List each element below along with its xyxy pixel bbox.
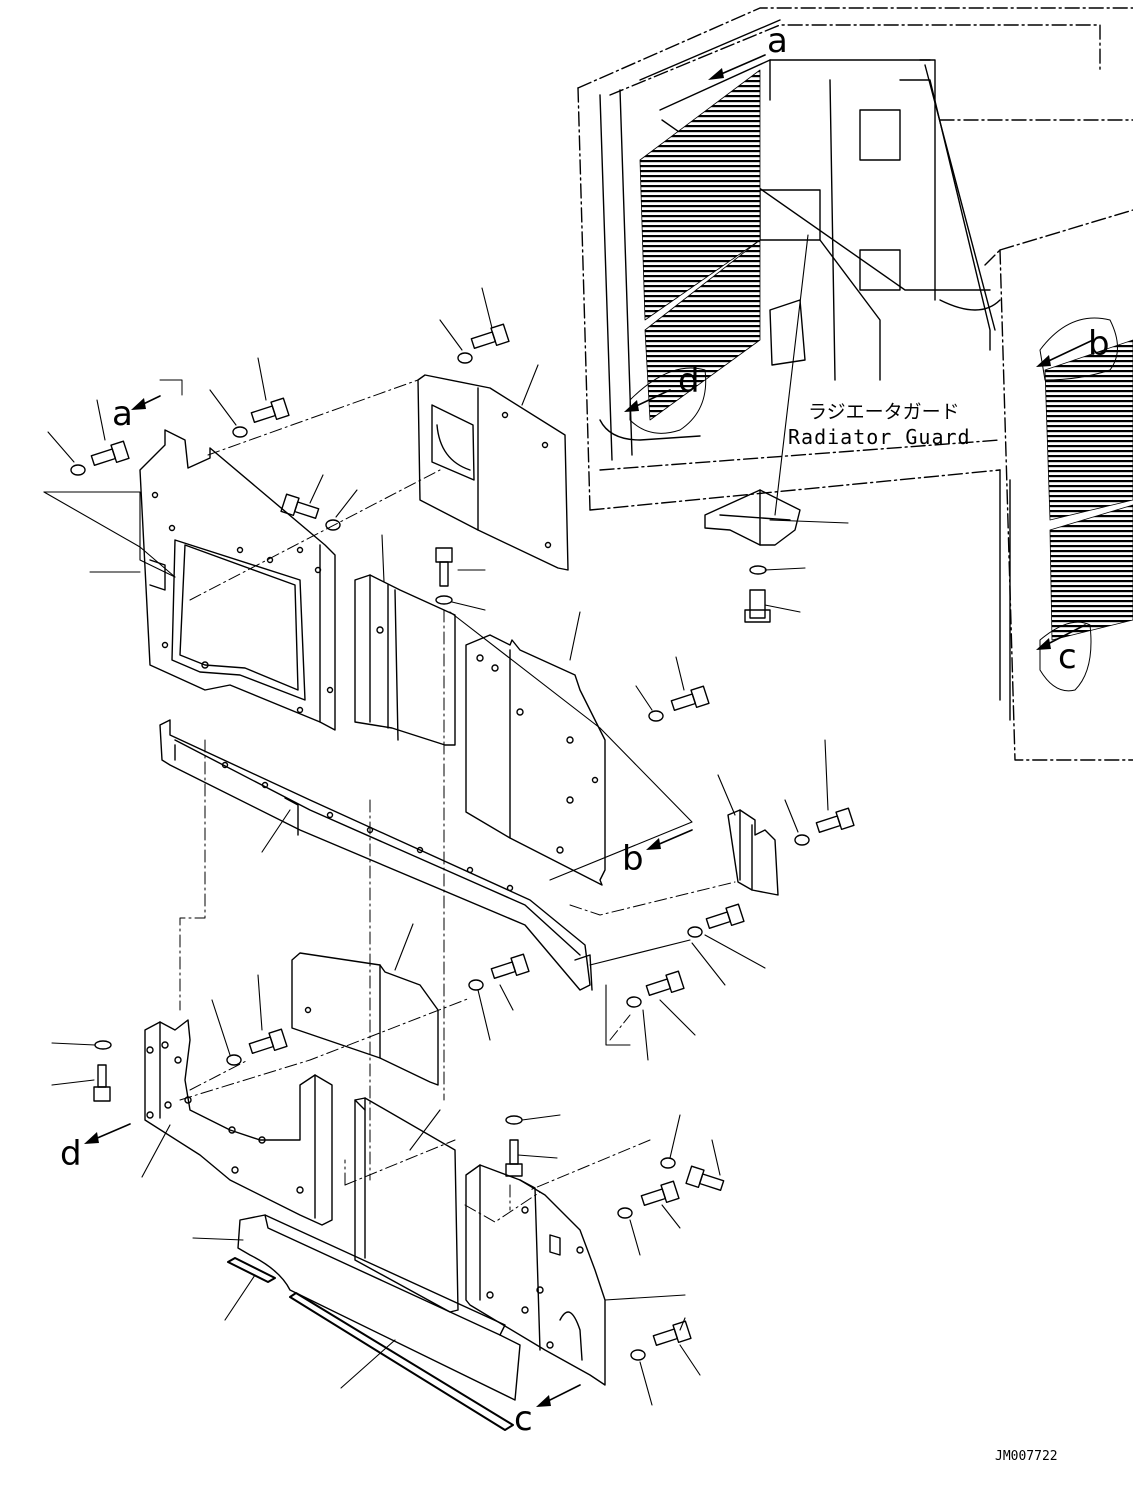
washer-icon <box>687 926 703 938</box>
bolt-icon <box>640 1180 680 1207</box>
callout-a-left: a <box>112 394 133 434</box>
small-bracket <box>727 809 779 896</box>
side-plate-lower-right <box>465 1164 606 1386</box>
callout-bubbles <box>159 317 1118 692</box>
radiator-guard-label-en: Radiator Guard <box>788 425 971 449</box>
rubber-seal-left <box>227 1257 514 1431</box>
alignment-lines <box>179 379 736 1223</box>
washer-icon <box>325 519 341 531</box>
bolt-icon <box>490 953 530 980</box>
radiator-grille <box>639 69 1133 641</box>
bolt-icon <box>670 685 710 712</box>
radiator-guard-label-jp: ラジエータガード <box>808 401 960 423</box>
washer-icon <box>630 1349 646 1361</box>
bolt-icon <box>250 397 290 424</box>
side-plate-upper-left <box>139 429 336 731</box>
callout-text: a a b b c c d d ラジエータガード Radiator Guard … <box>60 21 1110 1464</box>
radiator-frame <box>577 7 1133 761</box>
washer-icon <box>660 1157 676 1169</box>
side-plate-upper-right <box>465 634 606 886</box>
reference-arrows <box>87 54 1094 1406</box>
side-plate-lower-left <box>144 1019 333 1226</box>
washer-icon <box>94 1040 112 1050</box>
callout-b-right: b <box>1088 324 1110 364</box>
bolt-icon <box>815 807 855 834</box>
bolt-icon <box>248 1028 288 1055</box>
washer-icon <box>505 1115 523 1125</box>
bolt-icon <box>685 1165 725 1192</box>
washer-icon <box>794 834 810 846</box>
washer-icon <box>70 464 86 476</box>
bolt-icon <box>705 903 745 930</box>
diagonal-beam <box>159 719 593 991</box>
bottom-seal-strip <box>237 1214 521 1401</box>
washer-icon <box>617 1207 633 1219</box>
washer-icon <box>626 996 642 1008</box>
bolt-icon <box>435 547 453 587</box>
callout-b-center: b <box>622 839 644 879</box>
bolt-icon <box>470 323 510 350</box>
bolt-icon <box>93 1064 111 1102</box>
bolt-icon <box>505 1139 523 1177</box>
lower-center-panel <box>354 1097 459 1313</box>
callout-d-left: d <box>60 1134 82 1174</box>
center-channel <box>354 574 456 746</box>
radiator-frame-solid <box>599 19 1011 721</box>
callout-a-top: a <box>767 21 788 61</box>
washer-icon <box>232 426 248 438</box>
washer-icon <box>226 1054 242 1066</box>
bolt-icon <box>645 970 685 997</box>
bolt-set <box>70 323 855 1361</box>
callout-c-bottom: c <box>514 1399 533 1439</box>
washer-icon <box>468 979 484 991</box>
washer-icon <box>457 352 473 364</box>
bolt-icon <box>90 440 130 467</box>
callout-c-right: c <box>1058 637 1077 677</box>
washer-icon <box>648 710 664 722</box>
leader-lines <box>43 234 849 1406</box>
drawing-code: JM007722 <box>995 1449 1058 1464</box>
callout-d-top: d <box>678 361 700 401</box>
bolt-icon <box>652 1320 692 1347</box>
upper-cover-plate <box>417 374 569 571</box>
bolt-icon <box>280 493 320 520</box>
radiator-guard-bracket <box>704 489 801 623</box>
washer-icon <box>435 595 453 605</box>
